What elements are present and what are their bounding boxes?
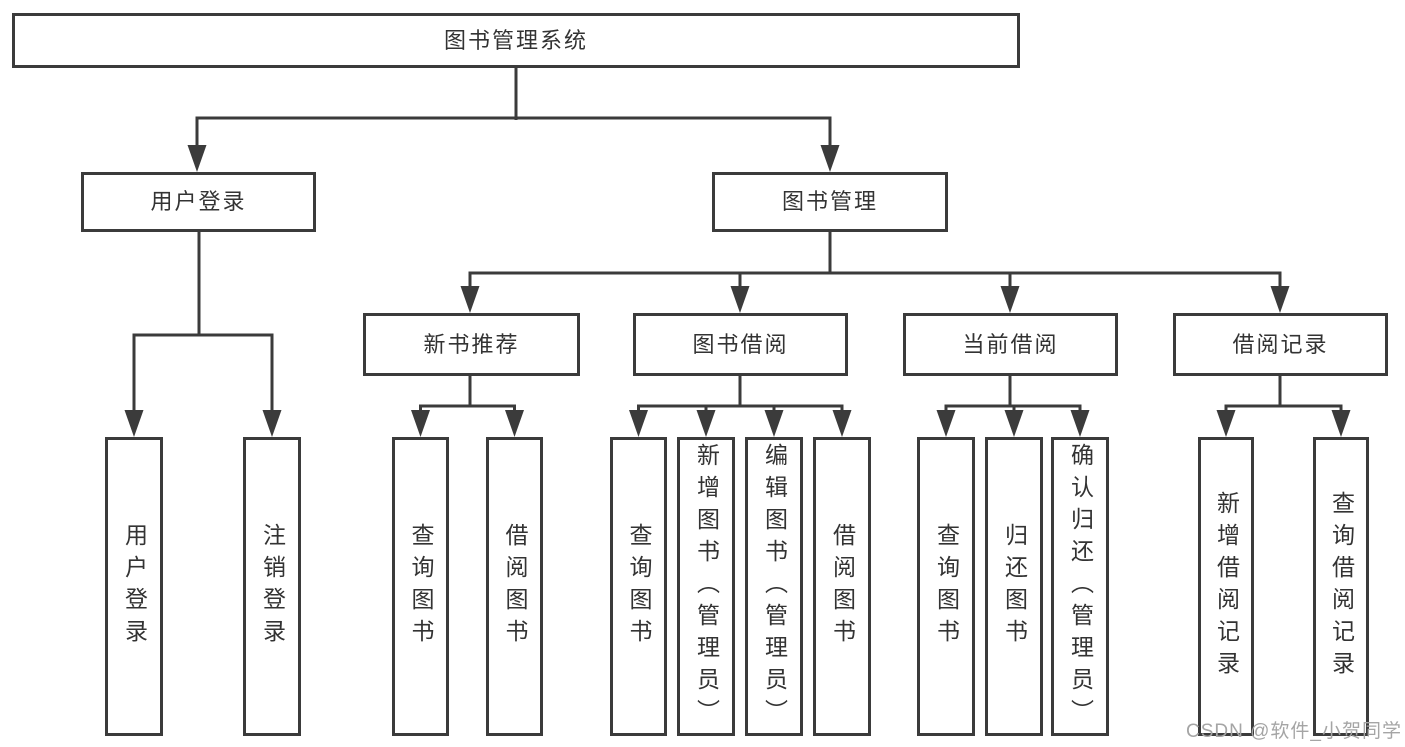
node-current-borrowing: 当前借阅 <box>903 313 1118 376</box>
leaf-user-login: 用户登录 <box>105 437 163 736</box>
leaf-borrow-books-recommend: 借阅图书 <box>486 437 543 736</box>
leaf-confirm-return-admin: 确认归还（管理员） <box>1051 437 1109 736</box>
leaf-borrow-books: 借阅图书 <box>813 437 871 736</box>
node-borrowing-records: 借阅记录 <box>1173 313 1388 376</box>
leaf-add-borrow-record: 新增借阅记录 <box>1198 437 1254 736</box>
leaf-query-books-recommend: 查询图书 <box>392 437 449 736</box>
node-book-management: 图书管理 <box>712 172 948 232</box>
leaf-add-book-admin: 新增图书（管理员） <box>677 437 735 736</box>
leaf-return-books: 归还图书 <box>985 437 1043 736</box>
node-new-book-recommendation: 新书推荐 <box>363 313 580 376</box>
leaf-query-borrow-record: 查询借阅记录 <box>1313 437 1369 736</box>
node-book-borrowing: 图书借阅 <box>633 313 848 376</box>
node-library-management-system: 图书管理系统 <box>12 13 1020 68</box>
arrowhead-icons <box>124 145 1351 437</box>
leaf-logout: 注销登录 <box>243 437 301 736</box>
leaf-query-books-current: 查询图书 <box>917 437 975 736</box>
leaf-query-books-borrow: 查询图书 <box>610 437 667 736</box>
leaf-edit-book-admin: 编辑图书（管理员） <box>745 437 803 736</box>
node-user-login: 用户登录 <box>81 172 316 232</box>
csdn-watermark: CSDN @软件_小贺同学 <box>1186 721 1402 742</box>
